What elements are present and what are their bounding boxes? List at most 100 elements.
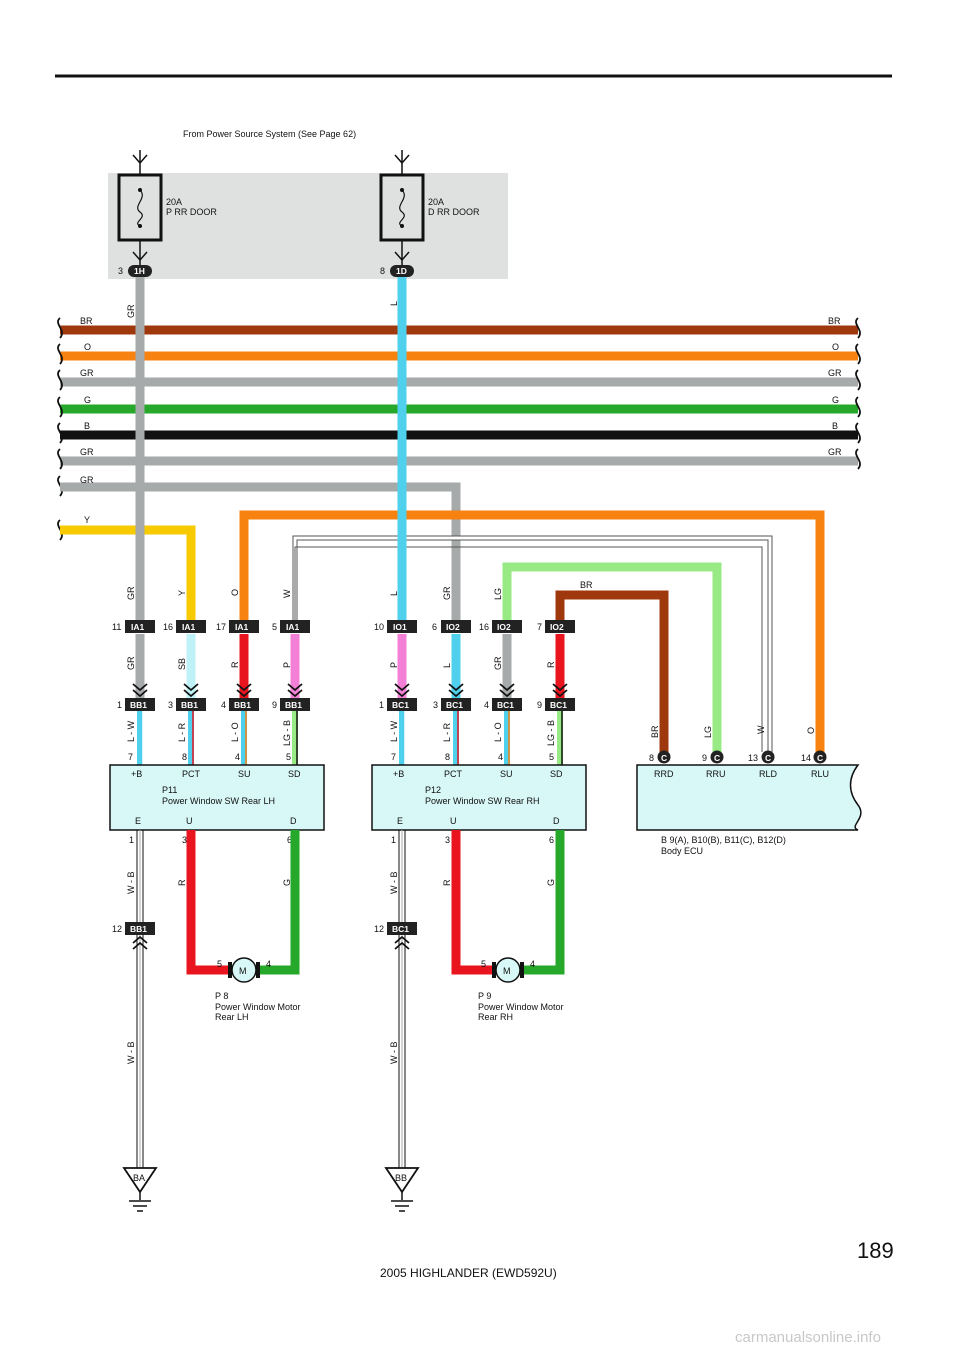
- svg-text:4: 4: [266, 959, 271, 969]
- svg-text:1: 1: [129, 835, 134, 845]
- svg-text:L: L: [442, 663, 452, 668]
- switch-lh-box: [109, 764, 325, 831]
- svg-text:Power Window Motor: Power Window Motor: [215, 1002, 301, 1012]
- connector-1h: [128, 265, 152, 277]
- fuse1-name: P RR DOOR: [166, 207, 217, 217]
- switch-top-pins: 7 8 4 5 7 8 4 5: [128, 752, 554, 762]
- svg-text:BB1: BB1: [234, 700, 251, 710]
- svg-text:6: 6: [432, 622, 437, 632]
- svg-text:IA1: IA1: [182, 622, 196, 632]
- svg-text:R: R: [546, 661, 556, 668]
- svg-text:LG - B: LG - B: [546, 720, 556, 746]
- svg-text:BB1: BB1: [285, 700, 302, 710]
- ecu-terms: RRD RRU RLD RLU: [654, 769, 829, 779]
- svg-text:BC1: BC1: [550, 700, 567, 710]
- svg-text:Power Window SW Rear RH: Power Window SW Rear RH: [425, 796, 540, 806]
- svg-text:1D: 1D: [396, 266, 407, 276]
- svg-text:8: 8: [649, 753, 654, 763]
- page-number: 189: [857, 1238, 894, 1263]
- svg-text:GR: GR: [493, 656, 503, 670]
- svg-text:M: M: [239, 966, 247, 976]
- ground-ba-label: BA: [133, 1173, 145, 1183]
- wire-g-motor-rh: [522, 830, 565, 975]
- wire-wb-lh: [136, 830, 144, 1170]
- fuse-p-rr-door: [117, 150, 163, 268]
- svg-text:SU: SU: [238, 769, 251, 779]
- svg-text:LG - B: LG - B: [282, 720, 292, 746]
- fuse-d-rr-door: [379, 150, 425, 268]
- svg-text:GR: GR: [126, 656, 136, 670]
- svg-text:4: 4: [484, 700, 489, 710]
- svg-text:L - W: L - W: [126, 720, 136, 742]
- svg-text:9: 9: [272, 700, 277, 710]
- svg-text:16: 16: [479, 622, 489, 632]
- fuse2-rating: 20A: [428, 197, 444, 207]
- fuse-box-background: [108, 173, 508, 279]
- bus-label-left-gr2: GR: [80, 447, 94, 457]
- svg-text:BC1: BC1: [497, 700, 514, 710]
- svg-text:BC1: BC1: [446, 700, 463, 710]
- svg-text:L - R: L - R: [177, 722, 187, 742]
- svg-text:BR: BR: [650, 725, 660, 738]
- svg-text:E: E: [135, 816, 141, 826]
- footer-model: 2005 HIGHLANDER (EWD592U): [380, 1266, 557, 1280]
- svg-text:3: 3: [433, 700, 438, 710]
- svg-text:P 9: P 9: [478, 991, 491, 1001]
- svg-text:C: C: [714, 753, 720, 763]
- bus-label-left-g: G: [84, 395, 91, 405]
- switch-rh-box: [371, 764, 587, 831]
- svg-text:R: R: [442, 879, 452, 886]
- svg-text:L - O: L - O: [493, 722, 503, 742]
- bus-label-left-b: B: [84, 421, 90, 431]
- bus-label-right-g: G: [832, 395, 839, 405]
- svg-text:U: U: [450, 816, 457, 826]
- svg-text:GR: GR: [126, 304, 136, 318]
- svg-text:L: L: [389, 591, 399, 596]
- ecu-codes: B 9(A), B10(B), B11(C), B12(D): [661, 835, 786, 845]
- wire-wb-rh: [398, 830, 406, 1170]
- svg-text:1: 1: [117, 700, 122, 710]
- svg-text:E: E: [397, 816, 403, 826]
- bus-label-left-o: O: [84, 342, 91, 352]
- svg-text:G: G: [282, 879, 292, 886]
- connector-1d: [390, 265, 414, 277]
- svg-text:3: 3: [445, 835, 450, 845]
- wire-gr-to-io2: [60, 482, 461, 622]
- svg-text:C: C: [765, 753, 771, 763]
- svg-text:SD: SD: [288, 769, 301, 779]
- svg-text:P: P: [282, 662, 292, 668]
- power-source-note: From Power Source System (See Page 62): [183, 129, 356, 139]
- wire-w-inner: [294, 546, 763, 752]
- ia-io-connectors: IA1 11 IA1 16 IA1 17 IA1 5 IO1 10 IO2 6 …: [112, 620, 575, 633]
- svg-text:6: 6: [549, 835, 554, 845]
- svg-text:L - O: L - O: [230, 722, 240, 742]
- bb-bc-connectors: BB1 1 BB1 3 BB1 4 BB1 9 BC1 1 BC1 3 BC1 …: [117, 698, 575, 711]
- wire-br-rrd: [555, 590, 669, 752]
- svg-text:1H: 1H: [134, 266, 145, 276]
- svg-text:13: 13: [748, 753, 758, 763]
- wire-y: [60, 525, 196, 622]
- svg-text:Power Window Motor: Power Window Motor: [478, 1002, 564, 1012]
- svg-text:W - B: W - B: [389, 872, 399, 895]
- fuse1-rating: 20A: [166, 197, 182, 207]
- svg-text:1: 1: [379, 700, 384, 710]
- lh-top-labels: GR Y O W: [126, 586, 292, 600]
- svg-text:M: M: [503, 966, 511, 976]
- ground-chevrons: [132, 935, 410, 950]
- svg-text:8: 8: [182, 752, 187, 762]
- rh-top-labels: L GR LG: [389, 586, 503, 600]
- svg-text:7: 7: [391, 752, 396, 762]
- svg-text:W - B: W - B: [126, 1042, 136, 1065]
- switch-lh-terms: +B PCT SU SD P11 Power Window SW Rear LH…: [131, 769, 301, 826]
- bus-label-right-br: BR: [828, 316, 841, 326]
- svg-text:14: 14: [801, 753, 811, 763]
- svg-text:9: 9: [537, 700, 542, 710]
- svg-text:W: W: [282, 589, 292, 598]
- svg-text:PCT: PCT: [444, 769, 463, 779]
- svg-text:6: 6: [287, 835, 292, 845]
- svg-text:D: D: [290, 816, 297, 826]
- ecu-name: Body ECU: [661, 846, 703, 856]
- motor-rh-icon: [492, 957, 524, 983]
- bus-break-marks: [57, 317, 861, 541]
